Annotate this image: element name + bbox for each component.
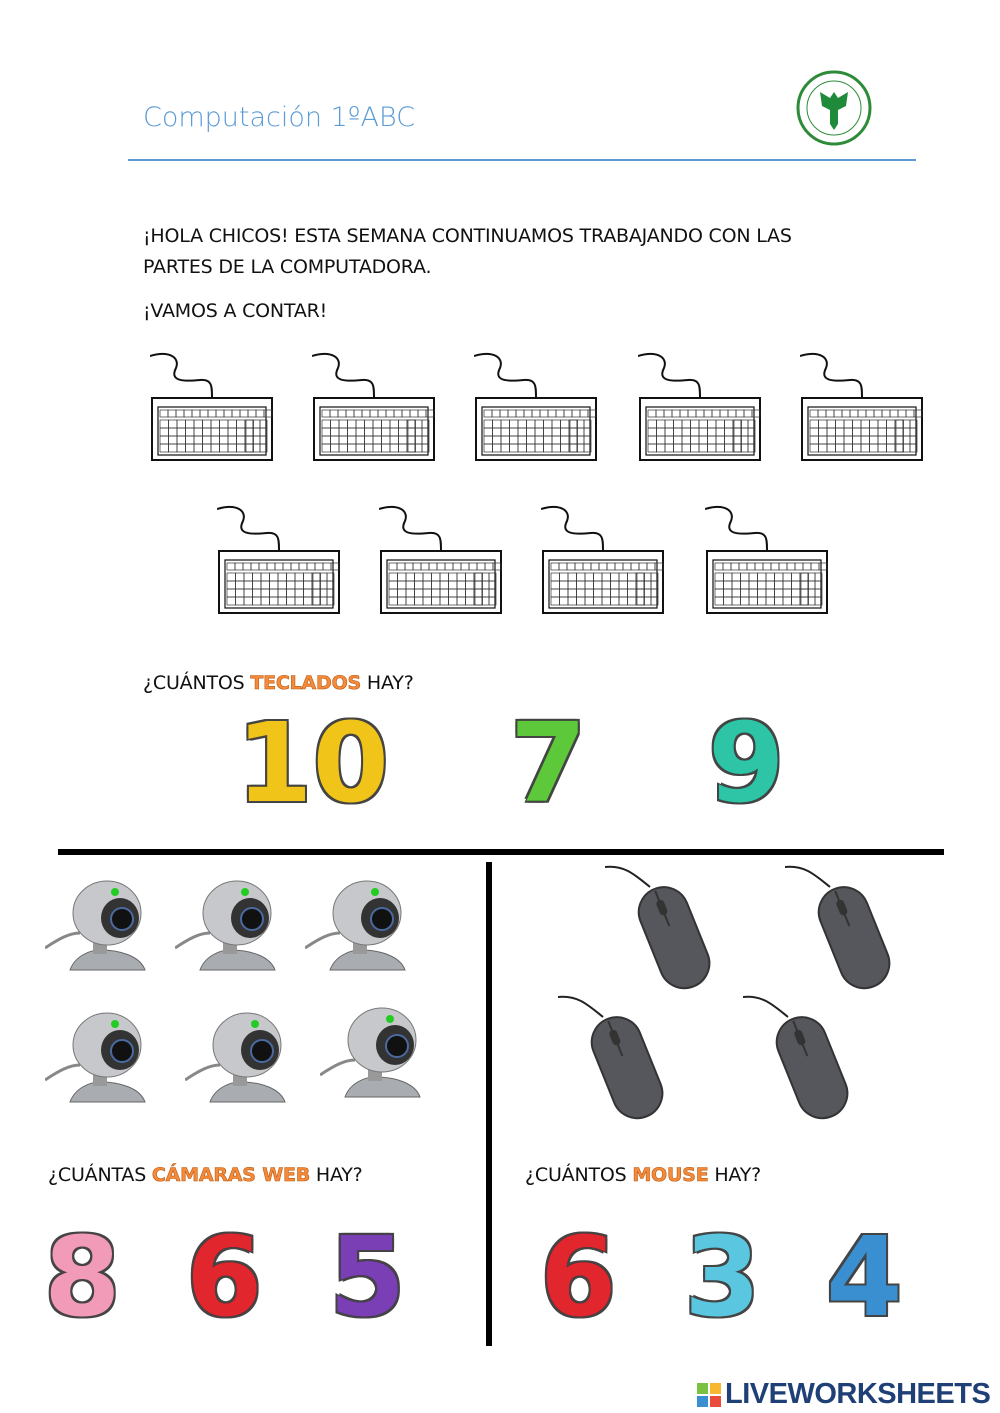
liveworksheets-logo: LIVEWORKSHEETS [697,1378,991,1411]
keyword-mouse: MOUSE [632,1164,709,1187]
horizontal-divider [58,849,944,855]
intro-line-3: ¡VAMOS A CONTAR! [143,300,328,322]
keyboard-image [799,352,924,464]
keyboard-image [311,352,436,464]
keyboard-image [637,352,762,464]
header-divider [128,159,916,161]
keyboard-image [473,352,598,464]
keyboard-image [216,505,341,617]
keyword-camaras-web: CÁMARAS WEB [151,1164,311,1187]
webcam-image [184,1010,295,1110]
webcam-image [319,1005,430,1105]
answer-option-5[interactable]: 5 [327,1213,409,1341]
webcam-image [304,878,415,978]
mouse-image [742,995,858,1130]
answer-option-8[interactable]: 8 [42,1213,124,1341]
mouse-image [557,995,673,1130]
mouse-image [604,865,720,1000]
answer-option-3[interactable]: 3 [682,1213,764,1341]
school-logo [790,70,878,146]
page-title: Computación 1ºABC [143,102,416,133]
intro-line-1: ¡HOLA CHICOS! ESTA SEMANA CONTINUAMOS TR… [143,225,792,247]
answer-option-6-mice[interactable]: 6 [538,1213,620,1341]
keyboard-image [540,505,665,617]
intro-line-2: PARTES DE LA COMPUTADORA. [143,256,432,278]
keyboard-image [149,352,274,464]
webcam-image [174,878,285,978]
answer-option-6-webcams[interactable]: 6 [184,1213,266,1341]
answer-option-9[interactable]: 9 [706,699,788,827]
answer-option-7[interactable]: 7 [508,699,590,827]
live-blocks-icon [697,1382,721,1407]
webcams-question: ¿CUÁNTAS CÁMARAS WEB HAY? [48,1164,363,1187]
keyboards-question: ¿CUÁNTOS TECLADOS HAY? [143,672,414,695]
keyword-teclados: TECLADOS [250,672,362,695]
answer-option-10[interactable]: 10 [233,699,391,827]
mice-question: ¿CUÁNTOS MOUSE HAY? [525,1164,762,1187]
keyboard-image [378,505,503,617]
mouse-image [784,865,900,1000]
webcam-image [44,878,155,978]
vertical-divider [486,862,492,1346]
keyboard-image [704,505,829,617]
answer-option-4[interactable]: 4 [824,1213,906,1341]
webcam-image [44,1010,155,1110]
